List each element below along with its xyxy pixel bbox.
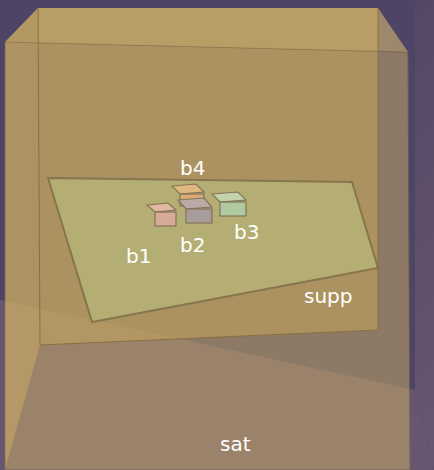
part-label: sat [220,434,251,454]
part-label: b3 [234,222,259,242]
part-label: b2 [180,235,205,255]
part-label: supp [304,286,353,306]
sat-front-face [5,42,410,470]
part-label: b4 [180,158,205,178]
sat-edge [40,330,378,345]
sat-edge [38,8,40,345]
sat-edge [378,8,379,330]
part-label: b1 [126,246,151,266]
